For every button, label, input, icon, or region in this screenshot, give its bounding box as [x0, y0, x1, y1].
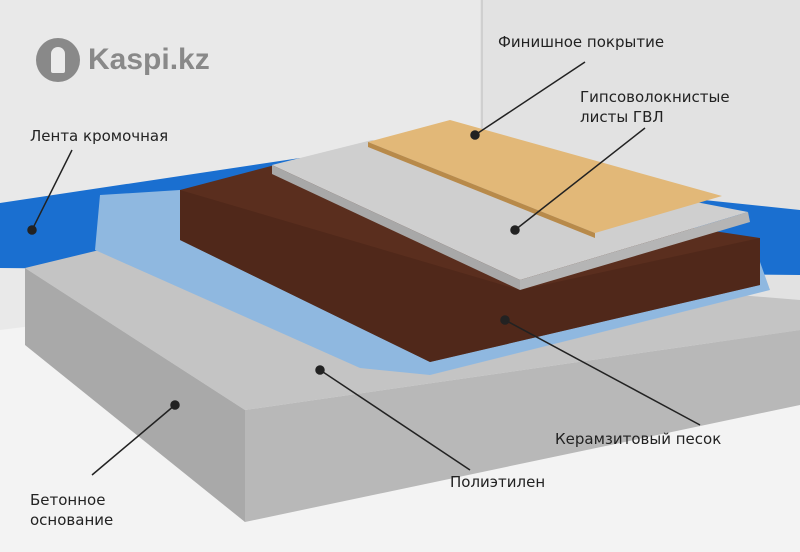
label-gvl-1: Гипсоволокнистые — [580, 88, 730, 106]
label-clay: Керамзитовый песок — [555, 430, 722, 448]
concrete-side — [245, 330, 800, 522]
logo-text: Kaspi.kz — [88, 43, 210, 76]
gypsum-board — [272, 140, 748, 280]
label-poly: Полиэтилен — [450, 473, 546, 491]
label-finish: Финишное покрытие — [498, 33, 665, 51]
kaspi-logo: Kaspi.kz — [36, 38, 210, 82]
label-base-1: Бетонное — [30, 491, 106, 509]
label-base-2: основание — [30, 511, 114, 529]
wood-finish — [368, 120, 722, 233]
concrete-front — [25, 268, 245, 522]
label-gvl-2: листы ГВЛ — [580, 108, 664, 126]
kaspi-logo-icon — [36, 38, 80, 82]
label-tape: Лента кромочная — [30, 127, 169, 145]
